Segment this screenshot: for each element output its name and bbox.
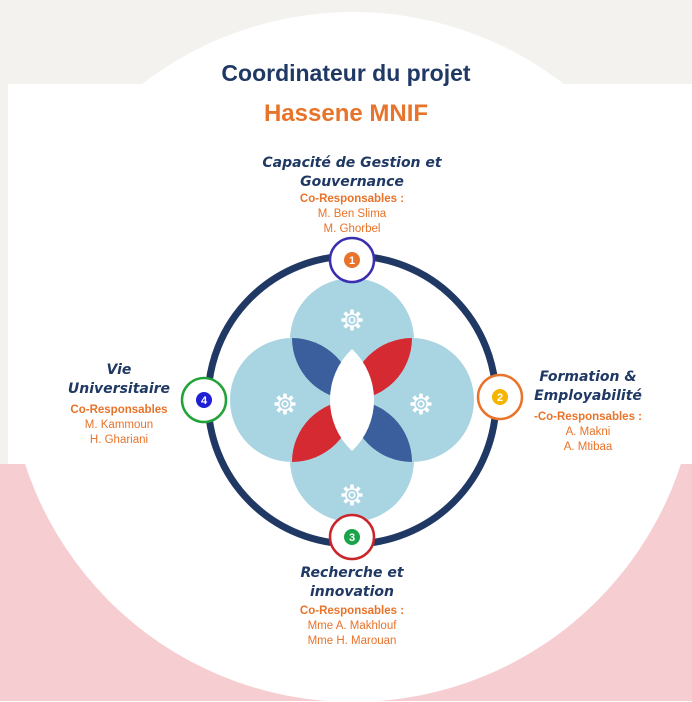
- axis-4-block: Vie Universitaire Co-Responsables M. Kam…: [56, 361, 182, 448]
- axis-3-member: Mme A. Makhlouf: [307, 620, 397, 632]
- node-1-number: 1: [349, 255, 355, 267]
- axis-2-title-line1: Formation &: [539, 369, 637, 385]
- axis-1-member: M. Ghorbel: [323, 223, 381, 235]
- axis-4-title-line2: Universitaire: [67, 381, 171, 397]
- axis-4-co-label: Co-Responsables: [70, 404, 168, 416]
- node-3-badge: [344, 529, 360, 545]
- axis-2-member: A. Mtibaa: [563, 441, 613, 453]
- axis-3-block: Recherche et innovation Co-Responsables …: [252, 564, 452, 649]
- axis-3-title-line2: innovation: [310, 584, 394, 600]
- axis-2-co-label: -Co-Responsables :: [534, 411, 642, 423]
- axis-1-title-line1: Capacité de Gestion et: [262, 155, 442, 171]
- axis-3-co-label: Co-Responsables :: [299, 605, 405, 617]
- axis-1-member: M. Ben Slima: [317, 208, 387, 220]
- node-2-number: 2: [497, 392, 503, 404]
- axis-2-member: A. Makni: [565, 426, 611, 438]
- axis-1-title-line2: Gouvernance: [300, 174, 404, 190]
- node-1-badge: [344, 252, 360, 268]
- page-title: Coordinateur du projet: [221, 60, 471, 86]
- axis-3-member: Mme H. Marouan: [307, 635, 397, 647]
- center-lens: [329, 349, 375, 451]
- axis-4-title-line1: Vie: [106, 362, 132, 378]
- axis-4-member: M. Kammoun: [84, 419, 154, 431]
- axis-1-co-label: Co-Responsables :: [299, 193, 405, 205]
- axis-3-title-line1: Recherche et: [300, 565, 404, 581]
- background-left-band: [0, 0, 8, 701]
- node-4-badge: [196, 392, 212, 408]
- axis-2-title-line2: Employabilité: [534, 388, 642, 404]
- coordinator-name: Hassene MNIF: [263, 100, 429, 127]
- axis-4-member: H. Ghariani: [89, 434, 149, 446]
- axis-2-block: Formation & Employabilité -Co-Responsabl…: [516, 368, 660, 455]
- axis-1-block: Capacité de Gestion et Gouvernance Co-Re…: [222, 154, 482, 237]
- node-4-number: 4: [201, 395, 208, 407]
- node-3-number: 3: [349, 532, 355, 544]
- node-2-badge: [492, 389, 508, 405]
